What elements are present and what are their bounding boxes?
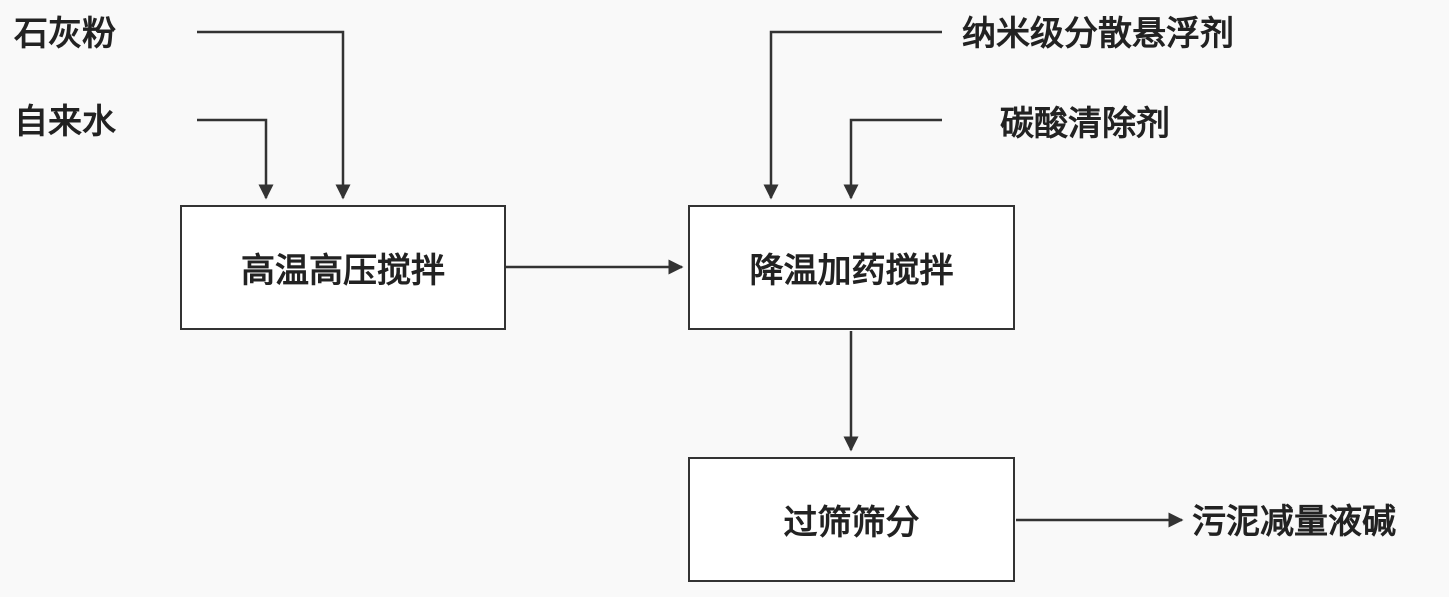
step-label: 过筛筛分 xyxy=(783,503,920,543)
step-sieving: 过筛筛分 xyxy=(688,457,1015,582)
arrow-lime-powder xyxy=(197,30,351,200)
arrow-nano-dispersant xyxy=(763,30,942,200)
input-nano-dispersant: 纳米级分散悬浮剂 xyxy=(962,14,1234,54)
input-tap-water: 自来水 xyxy=(14,102,116,142)
arrow-tap-water xyxy=(197,118,274,200)
input-carbonate-remover: 碳酸清除剂 xyxy=(1000,104,1170,144)
arrow-carbonate-remover xyxy=(843,118,942,200)
step-label: 高温高压搅拌 xyxy=(241,251,445,291)
step-label: 降温加药搅拌 xyxy=(749,251,954,291)
output-sludge-reduction-lye: 污泥减量液碱 xyxy=(1192,502,1396,542)
step-high-temp-pressure-stirring: 高温高压搅拌 xyxy=(180,205,506,330)
input-lime-powder: 石灰粉 xyxy=(14,14,116,54)
step-cooling-dosing-stirring: 降温加药搅拌 xyxy=(688,205,1015,330)
